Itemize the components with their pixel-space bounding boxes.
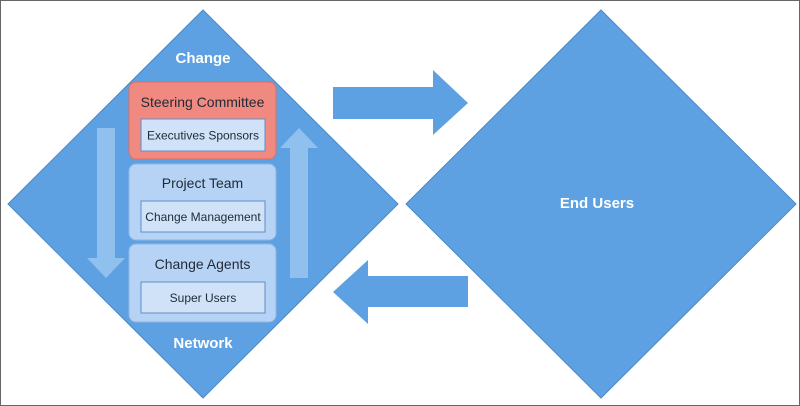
tier-steering-committee: Steering Committee Executives Sponsors — [128, 81, 277, 160]
arrow-left-icon — [333, 260, 468, 324]
end-users-diamond — [405, 9, 797, 399]
tier-title: Steering Committee — [141, 94, 265, 110]
tier-project-team: Project Team Change Management — [128, 163, 277, 241]
tier-sub-box — [140, 118, 266, 152]
tier-change-agents: Change Agents Super Users — [128, 243, 277, 323]
arrow-up-icon — [280, 128, 318, 278]
tier-title: Change Agents — [155, 256, 251, 272]
tier-sub-box — [140, 200, 266, 233]
tier-sub-box — [140, 281, 266, 314]
network-label: Network — [173, 335, 233, 352]
tier-sub-label: Super Users — [170, 291, 237, 305]
tier-title: Project Team — [162, 175, 243, 191]
arrow-right-icon — [333, 70, 468, 135]
arrow-down-icon — [87, 128, 125, 278]
change-label: Change — [175, 50, 230, 67]
end-users-label: End Users — [560, 195, 634, 212]
tier-sub-label: Change Management — [145, 210, 261, 224]
tier-sub-label: Executives Sponsors — [147, 129, 259, 143]
